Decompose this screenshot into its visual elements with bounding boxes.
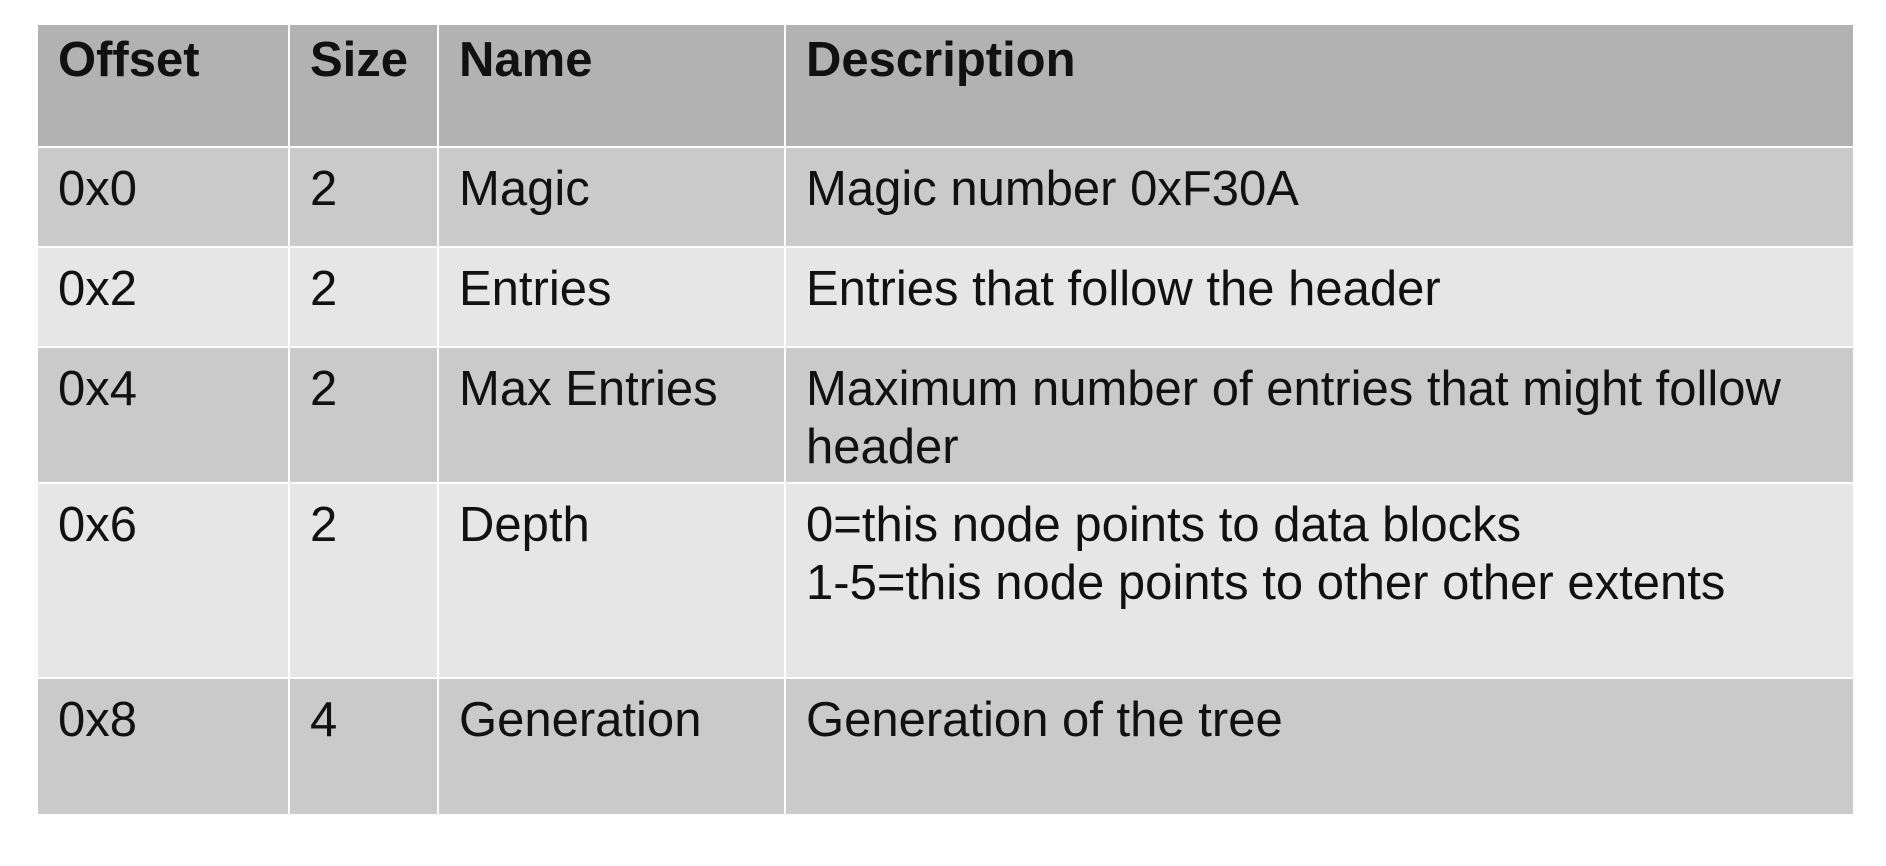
description-line: header	[806, 420, 959, 474]
cell-offset: 0x4	[38, 347, 289, 483]
cell-description: Maximum number of entries that might fol…	[784, 347, 1853, 483]
extent-header-table-container: Offset Size Name Description 0x0 2 Magic…	[38, 25, 1853, 814]
cell-offset: 0x6	[38, 483, 289, 678]
table-row: 0x8 4 Generation Generation of the tree	[38, 678, 1853, 814]
description-line: Generation of the tree	[806, 693, 1283, 747]
cell-offset: 0x2	[38, 247, 289, 347]
cell-description: Generation of the tree	[784, 678, 1853, 814]
table-row: 0x0 2 Magic Magic number 0xF30A	[38, 147, 1853, 247]
column-header-size: Size	[288, 25, 438, 147]
table-header-row: Offset Size Name Description	[38, 25, 1853, 147]
cell-description: 0=this node points to data blocks 1-5=th…	[784, 483, 1853, 678]
description-line: Maximum number of entries that might fol…	[806, 362, 1781, 416]
description-line: 0=this node points to data blocks	[806, 498, 1522, 552]
cell-size: 2	[288, 483, 438, 678]
description-line: Magic number 0xF30A	[806, 162, 1299, 216]
table-row: 0x6 2 Depth 0=this node points to data b…	[38, 483, 1853, 678]
column-header-name: Name	[437, 25, 785, 147]
cell-description: Magic number 0xF30A	[784, 147, 1853, 247]
table-row: 0x2 2 Entries Entries that follow the he…	[38, 247, 1853, 347]
column-header-offset: Offset	[38, 25, 289, 147]
column-header-description: Description	[784, 25, 1853, 147]
cell-name: Entries	[437, 247, 785, 347]
cell-size: 4	[288, 678, 438, 814]
cell-size: 2	[288, 247, 438, 347]
description-line: Entries that follow the header	[806, 262, 1441, 316]
cell-size: 2	[288, 347, 438, 483]
cell-name: Magic	[437, 147, 785, 247]
cell-description: Entries that follow the header	[784, 247, 1853, 347]
extent-header-table: Offset Size Name Description 0x0 2 Magic…	[38, 25, 1853, 814]
cell-name: Generation	[437, 678, 785, 814]
cell-name: Depth	[437, 483, 785, 678]
cell-offset: 0x0	[38, 147, 289, 247]
table-row: 0x4 2 Max Entries Maximum number of entr…	[38, 347, 1853, 483]
cell-name: Max Entries	[437, 347, 785, 483]
cell-offset: 0x8	[38, 678, 289, 814]
description-line: 1-5=this node points to other other exte…	[806, 556, 1726, 610]
cell-size: 2	[288, 147, 438, 247]
